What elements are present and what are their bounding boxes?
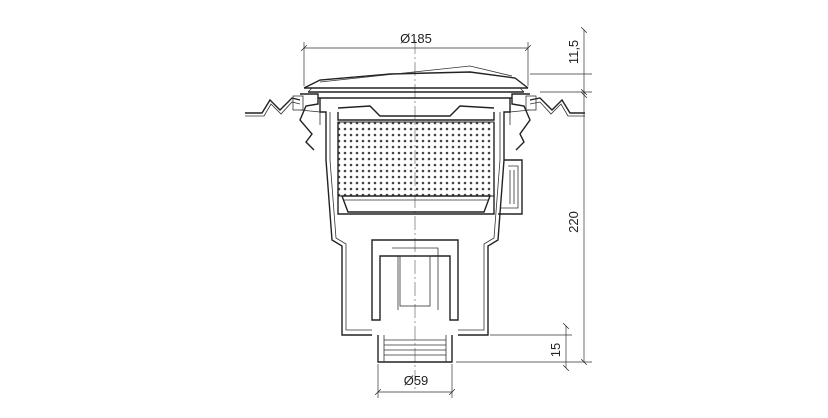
outlet-height-label: 15 <box>548 343 563 357</box>
inner-trap <box>371 239 459 321</box>
rim-height-label: 11,5 <box>566 40 581 64</box>
top-diameter-label: Ø185 <box>400 31 432 46</box>
outlet-pipe <box>377 335 453 363</box>
dimension-bottom-diameter: Ø59 <box>378 364 452 398</box>
dimension-outlet-height: 15 <box>490 326 572 368</box>
drain-body <box>318 97 523 336</box>
total-height-label: 220 <box>566 211 581 233</box>
perforated-basket <box>337 105 495 215</box>
dimension-top-diameter: Ø185 <box>304 31 528 86</box>
dimension-rim-height: 11,5 <box>530 30 592 95</box>
left-floor-flange <box>245 93 321 151</box>
right-floor-flange <box>509 93 585 151</box>
dimension-total-height: 220 <box>456 92 592 362</box>
grating-cover <box>303 65 529 93</box>
bottom-diameter-label: Ø59 <box>404 373 429 388</box>
